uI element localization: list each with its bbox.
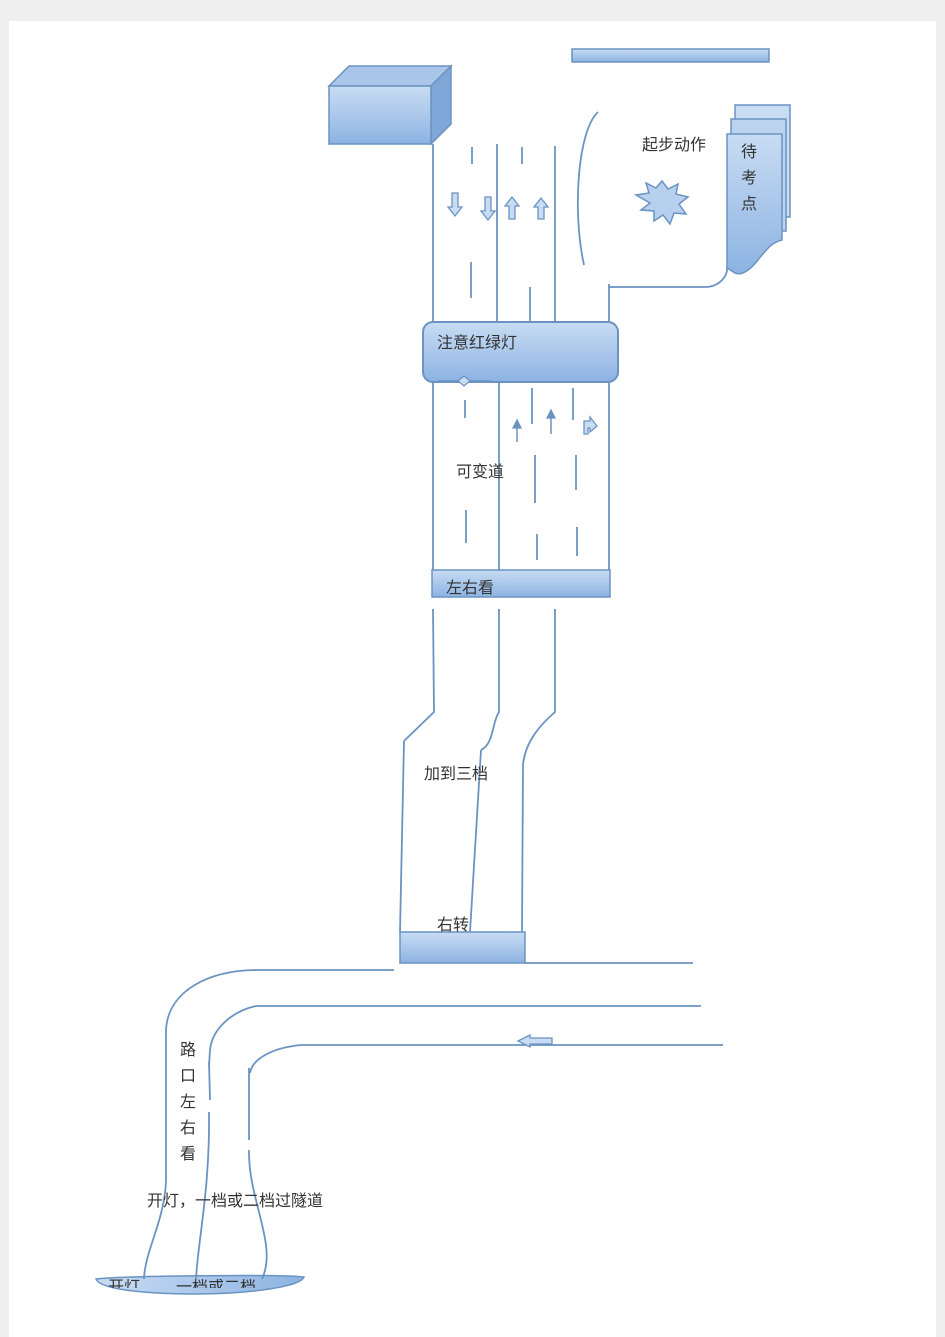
diamond-marker — [457, 375, 471, 387]
turn-arrow-icon — [583, 415, 598, 435]
down-arrow-icon — [479, 196, 497, 222]
lane-change-label: 可变道 — [456, 462, 505, 481]
look-both-ways-label: 左右看 — [446, 578, 495, 596]
tunnel-label: 开灯，一档或二档过隧道 — [147, 1191, 324, 1210]
traffic-light-label: 注意红绿灯 — [437, 333, 518, 352]
waiting-point-char-1: 待 — [741, 142, 758, 161]
turn-bar — [399, 931, 526, 964]
road-lines — [143, 111, 728, 1280]
look-bar — [431, 569, 611, 598]
up-arrow-icon — [511, 418, 523, 429]
lane-arrows-middle — [511, 408, 598, 442]
junction-char-5: 看 — [180, 1144, 197, 1163]
junction-look-label: 路 口 左 右 看 — [180, 1037, 196, 1167]
bottom-mid-clip: 一档或二档 — [176, 1279, 268, 1288]
up-arrow-icon — [545, 408, 557, 419]
shift-third-label: 加到三档 — [424, 764, 489, 783]
bottom-left-label: 开灯 — [108, 1279, 140, 1288]
lane-arrows-upper — [446, 192, 550, 222]
junction-char-4: 右 — [180, 1118, 197, 1137]
down-arrow-icon — [446, 192, 464, 218]
bottom-left-clip: 开灯 — [108, 1279, 148, 1288]
junction-char-1: 路 — [180, 1040, 197, 1059]
up-arrow-icon — [503, 195, 521, 220]
junction-char-2: 口 — [180, 1066, 197, 1085]
look-both-ways-clip: 左右看 — [446, 576, 566, 596]
left-arrow-icon — [516, 1033, 553, 1049]
junction-char-3: 左 — [180, 1092, 197, 1111]
waiting-point-shape — [726, 104, 791, 275]
up-arrow-icon — [532, 196, 550, 220]
top-bar — [571, 48, 770, 63]
waiting-point-char-3: 点 — [741, 194, 758, 213]
bottom-ellipse — [94, 1274, 306, 1295]
cube-shape — [327, 64, 453, 146]
waiting-point-label: 待 考 点 — [741, 139, 757, 217]
turn-right-label: 右转 — [437, 915, 470, 934]
traffic-light-box — [422, 321, 619, 383]
start-action-label: 起步动作 — [642, 135, 707, 154]
bottom-mid-label: 一档或二档 — [176, 1279, 256, 1288]
waiting-point-char-2: 考 — [741, 168, 758, 187]
starburst-icon — [633, 179, 690, 226]
